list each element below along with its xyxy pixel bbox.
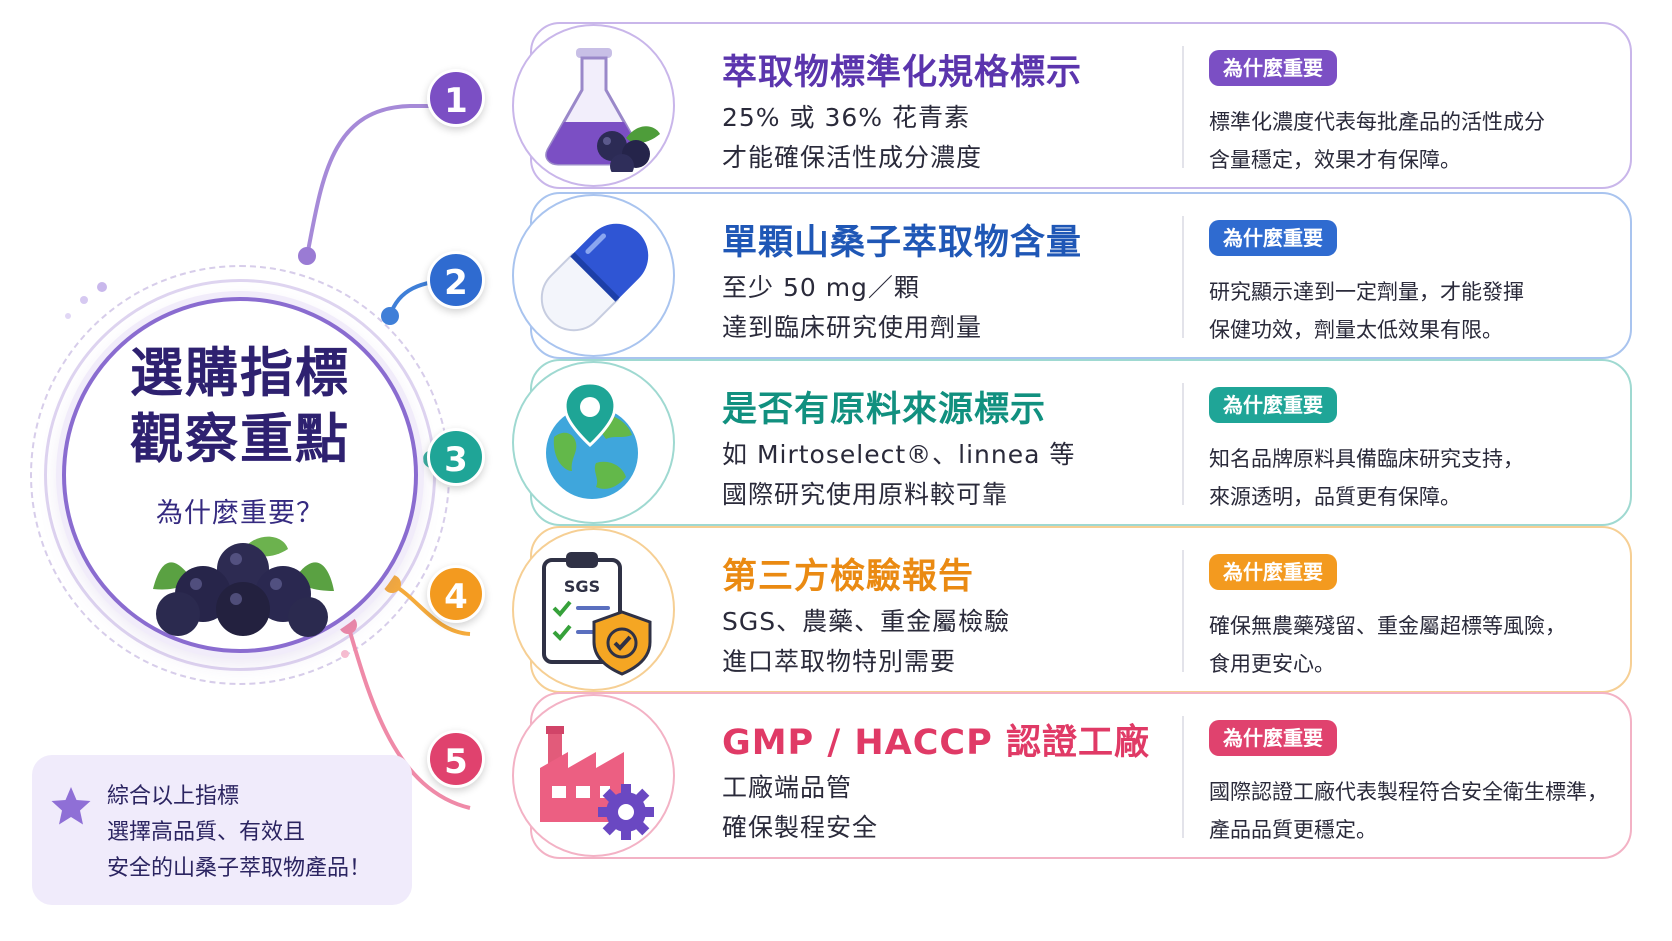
icon-circle-1	[512, 24, 675, 187]
criterion-card-3: 是否有原料來源標示 如 Mirtoselect®、linnea 等 國際研究使用…	[530, 359, 1632, 526]
card-detail-line2: 進口萃取物特別需要	[722, 647, 957, 676]
card-detail-line1: 25% 或 36% 花青素	[722, 103, 970, 132]
icon-circle-2	[512, 194, 675, 357]
why-line2: 保健功效，劑量太低效果有限。	[1209, 318, 1503, 342]
summary-box: 綜合以上指標 選擇高品質、有效且 安全的山桑子萃取物產品！	[32, 755, 412, 905]
card-detail-line1: 如 Mirtoselect®、linnea 等	[722, 440, 1076, 469]
card-detail-line1: 工廠端品管	[722, 773, 853, 802]
icon-circle-5	[512, 694, 675, 857]
hub-title: 選購指標 觀察重點	[66, 341, 414, 473]
why-line1: 標準化濃度代表每批產品的活性成分	[1209, 110, 1545, 134]
why-important-tag: 為什麼重要	[1209, 387, 1337, 423]
step-badge-4: 4	[427, 565, 485, 623]
criterion-card-2: 單顆山桑子萃取物含量 至少 50 mg／顆 達到臨床研究使用劑量 為什麼重要 研…	[530, 192, 1632, 359]
summary-line2: 選擇高品質、有效且	[107, 820, 306, 845]
card-detail-line2: 才能確保活性成分濃度	[722, 143, 983, 172]
card-detail-line2: 確保製程安全	[722, 813, 879, 842]
step-badge-5: 5	[427, 730, 485, 788]
blueberries-icon	[153, 536, 334, 637]
flask-blueberry-icon	[545, 48, 660, 172]
why-important-tag: 為什麼重要	[1209, 720, 1337, 756]
summary-text: 綜合以上指標 選擇高品質、有效且 安全的山桑子萃取物產品！	[107, 779, 371, 887]
criterion-card-1: 萃取物標準化規格標示 25% 或 36% 花青素 才能確保活性成分濃度 為什麼重…	[530, 22, 1632, 189]
hub-title-line1: 選購指標	[130, 343, 350, 404]
capsule-icon	[540, 223, 649, 332]
summary-line1: 綜合以上指標	[107, 784, 240, 809]
card-detail-line1: 至少 50 mg／顆	[722, 273, 920, 302]
why-line1: 研究顯示達到一定劑量，才能發揮	[1209, 280, 1524, 304]
card-title: 是否有原料來源標示	[722, 390, 1047, 430]
central-hub: 選購指標 觀察重點 為什麼重要？	[62, 297, 418, 653]
globe-location-icon	[546, 381, 638, 499]
summary-line3: 安全的山桑子萃取物產品！	[107, 856, 372, 881]
icon-circle-4: SGS	[512, 528, 675, 691]
why-line1: 確保無農藥殘留、重金屬超標等風險，	[1209, 614, 1566, 638]
why-line2: 產品品質更穩定。	[1209, 818, 1377, 842]
hub-title-line2: 觀察重點	[130, 409, 350, 470]
sgs-clipboard-shield-icon: SGS	[542, 552, 652, 676]
step-badge-1: 1	[427, 69, 485, 127]
card-divider	[1182, 216, 1184, 338]
criterion-card-4: 第三方檢驗報告 SGS、農藥、重金屬檢驗 進口萃取物特別需要 為什麼重要 確保無…	[530, 526, 1632, 693]
card-detail-line2: 國際研究使用原料較可靠	[722, 480, 1009, 509]
card-divider	[1182, 46, 1184, 168]
card-title: GMP / HACCP 認證工廠	[722, 723, 1150, 763]
card-title: 第三方檢驗報告	[722, 557, 975, 597]
why-important-tag: 為什麼重要	[1209, 220, 1337, 256]
why-line1: 國際認證工廠代表製程符合安全衛生標準，	[1209, 780, 1608, 804]
card-divider	[1182, 550, 1184, 672]
why-line2: 來源透明，品質更有保障。	[1209, 485, 1461, 509]
criterion-card-5: GMP / HACCP 認證工廠 工廠端品管 確保製程安全 為什麼重要 國際認證…	[530, 692, 1632, 859]
clipboard-sgs-text: SGS	[564, 577, 600, 596]
card-title: 單顆山桑子萃取物含量	[722, 223, 1083, 263]
why-important-tag: 為什麼重要	[1209, 554, 1337, 590]
star-icon	[51, 787, 91, 825]
why-important-tag: 為什麼重要	[1209, 50, 1337, 86]
icon-circle-3	[512, 361, 675, 524]
card-title: 萃取物標準化規格標示	[722, 53, 1083, 93]
step-badge-2: 2	[427, 251, 485, 309]
why-line2: 含量穩定，效果才有保障。	[1209, 148, 1461, 172]
step-badge-3: 3	[427, 428, 485, 486]
card-divider	[1182, 383, 1184, 505]
why-line2: 食用更安心。	[1209, 652, 1335, 676]
card-detail-line2: 達到臨床研究使用劑量	[722, 313, 983, 342]
factory-gear-icon	[540, 726, 654, 840]
card-divider	[1182, 716, 1184, 838]
card-detail-line1: SGS、農藥、重金屬檢驗	[722, 607, 1011, 636]
hub-subtitle: 為什麼重要？	[156, 498, 324, 529]
why-line1: 知名品牌原料具備臨床研究支持，	[1209, 447, 1524, 471]
